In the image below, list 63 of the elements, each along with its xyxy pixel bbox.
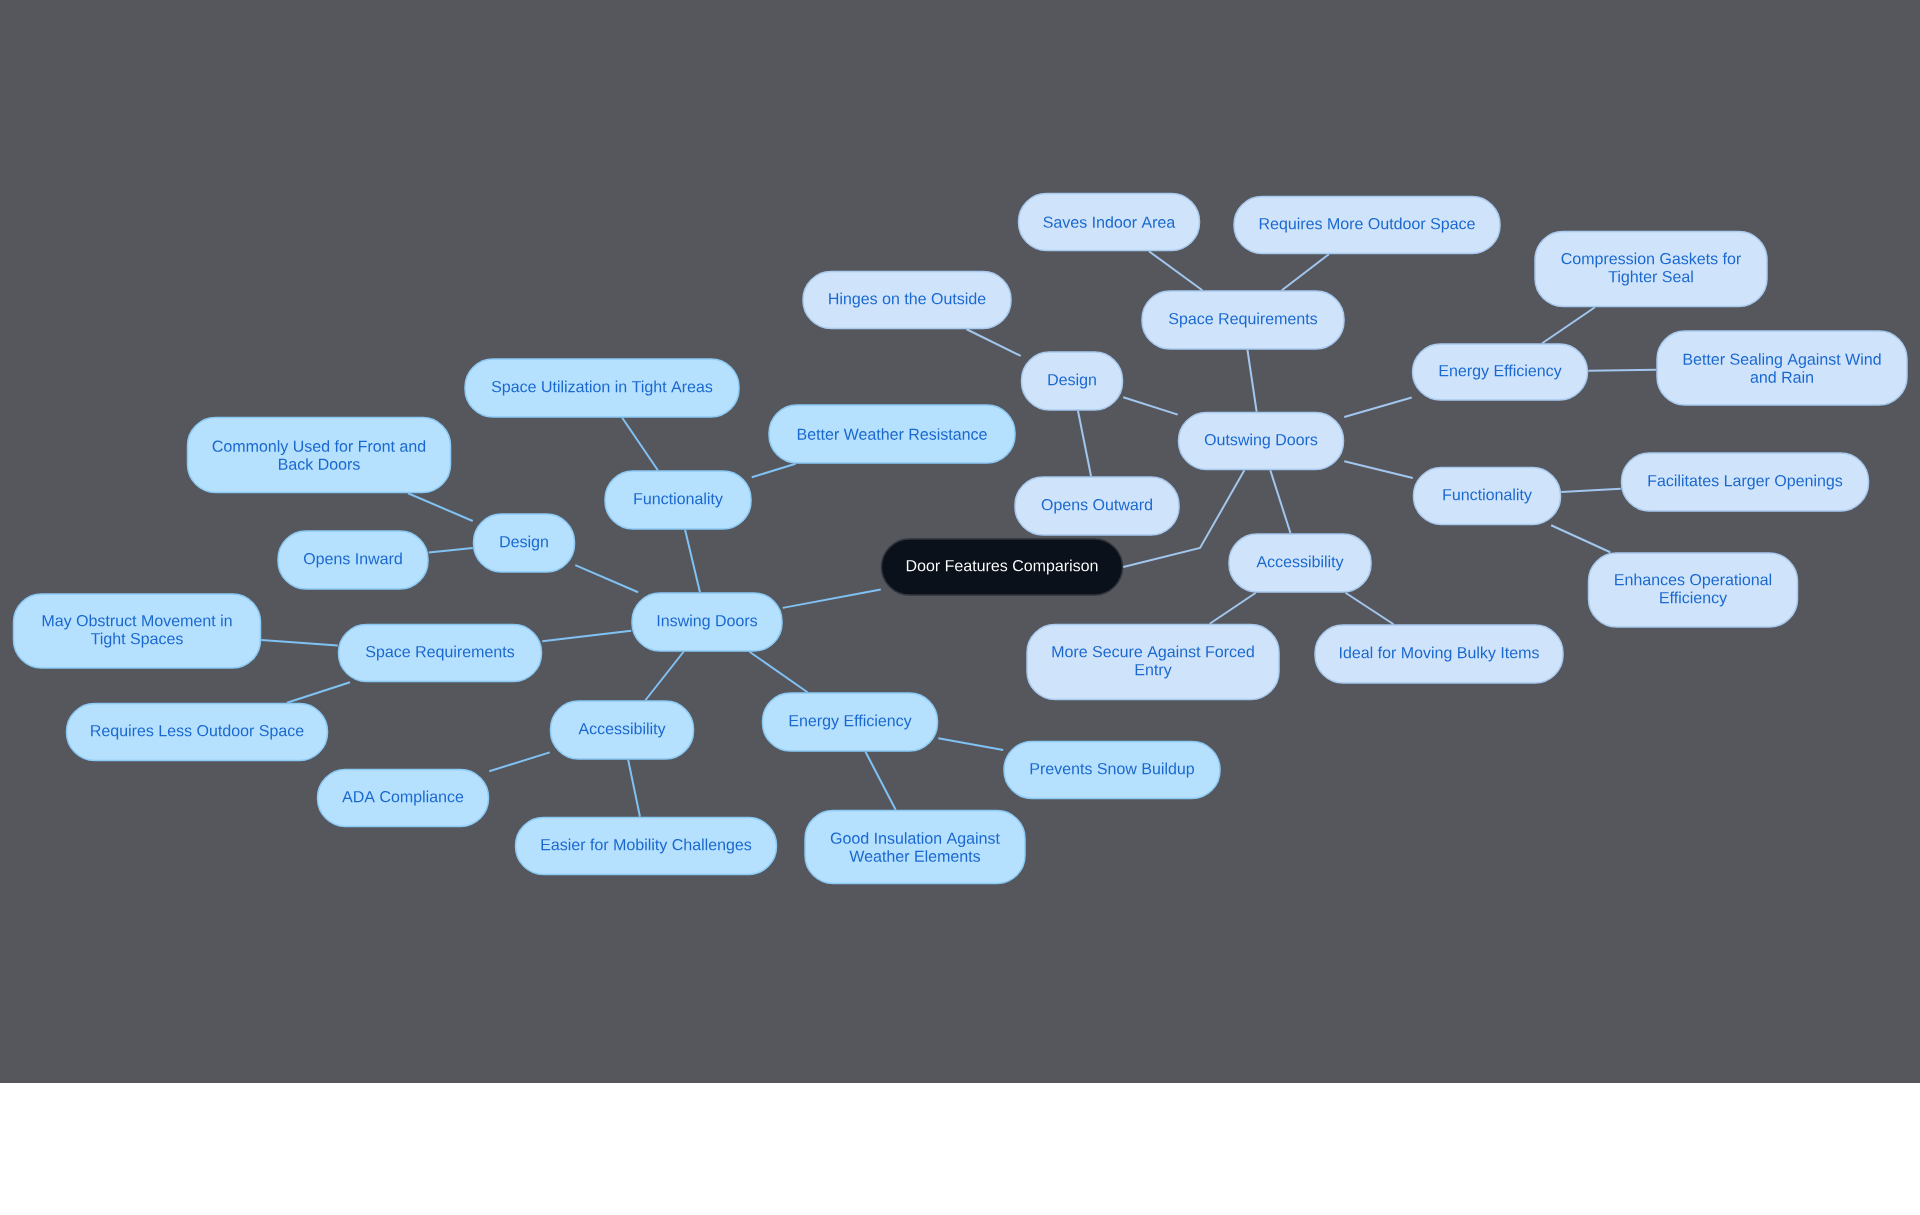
leaf-box: Easier for Mobility Challenges <box>514 816 778 876</box>
leaf-box: Requires More Outdoor Space <box>1233 195 1501 255</box>
connector-line <box>1122 396 1179 416</box>
topic-box: Functionality <box>1412 466 1562 526</box>
leaf-box: Better Sealing Against Wind and Rain <box>1656 330 1908 406</box>
leaf-box: Better Weather Resistance <box>768 404 1016 464</box>
connector-line <box>260 639 339 647</box>
connector-line <box>937 737 1005 752</box>
connector-line <box>1280 253 1330 292</box>
connector-line <box>1344 591 1395 626</box>
leaf-box: Enhances Operational Efficiency <box>1587 552 1799 628</box>
leaf-box: Opens Outward <box>1014 476 1180 536</box>
connector-line <box>750 462 797 479</box>
connector-line <box>285 681 351 704</box>
leaf-box: Commonly Used for Front and Back Doors <box>186 416 452 494</box>
topic-box: Space Requirements <box>337 623 543 683</box>
connector-line <box>1541 306 1596 345</box>
leaf-box: May Obstruct Movement in Tight Spaces <box>12 593 262 669</box>
connector-line <box>621 416 659 472</box>
connector-line <box>644 650 685 702</box>
topic-box: Accessibility <box>549 700 695 760</box>
leaf-box: Good Insulation Against Weather Elements <box>804 809 1026 885</box>
leaf-box: Ideal for Moving Bulky Items <box>1314 624 1564 684</box>
connector-line <box>541 629 633 643</box>
topic-box: Energy Efficiency <box>761 692 939 752</box>
connector-line <box>1208 591 1257 625</box>
connector-line <box>1147 250 1204 292</box>
connector-line <box>684 528 701 594</box>
connector-line <box>1587 368 1658 372</box>
connector-line <box>781 588 882 609</box>
connector-line <box>864 750 897 811</box>
connector-line <box>1560 487 1622 493</box>
connector-line <box>1343 460 1414 479</box>
topic-box: Space Requirements <box>1141 290 1345 350</box>
leaf-box: ADA Compliance <box>316 768 490 828</box>
connector-line <box>1550 524 1612 554</box>
connector-line <box>965 328 1022 357</box>
connector-line <box>574 564 640 594</box>
connector-line <box>1076 409 1093 478</box>
connector-line <box>1122 469 1246 568</box>
central-topic-box: Door Features Comparison <box>880 538 1124 596</box>
connector-line <box>627 758 641 818</box>
connector-line <box>748 650 809 694</box>
connector-line <box>1246 348 1258 413</box>
topic-box: Energy Efficiency <box>1411 343 1589 401</box>
leaf-box: Space Utilization in Tight Areas <box>464 358 740 418</box>
leaf-box: Hinges on the Outside <box>802 270 1012 330</box>
leaf-box: Prevents Snow Buildup <box>1003 740 1221 800</box>
connector-line <box>488 751 551 773</box>
leaf-box: Compression Gaskets for Tighter Seal <box>1534 230 1768 308</box>
leaf-box: Facilitates Larger Openings <box>1620 452 1870 512</box>
connector-line <box>407 492 474 522</box>
branch-box: Inswing Doors <box>631 592 783 652</box>
branch-box: Outswing Doors <box>1177 411 1345 471</box>
leaf-box: Opens Inward <box>277 530 429 590</box>
connector-line <box>427 547 474 554</box>
topic-box: Functionality <box>604 470 752 530</box>
leaf-box: More Secure Against Forced Entry <box>1026 623 1280 701</box>
connector-line <box>1343 396 1413 418</box>
leaf-box: Requires Less Outdoor Space <box>65 702 329 762</box>
leaf-box: Saves Indoor Area <box>1017 192 1201 252</box>
topic-box: Accessibility <box>1228 533 1372 593</box>
connector-line <box>1269 469 1292 535</box>
